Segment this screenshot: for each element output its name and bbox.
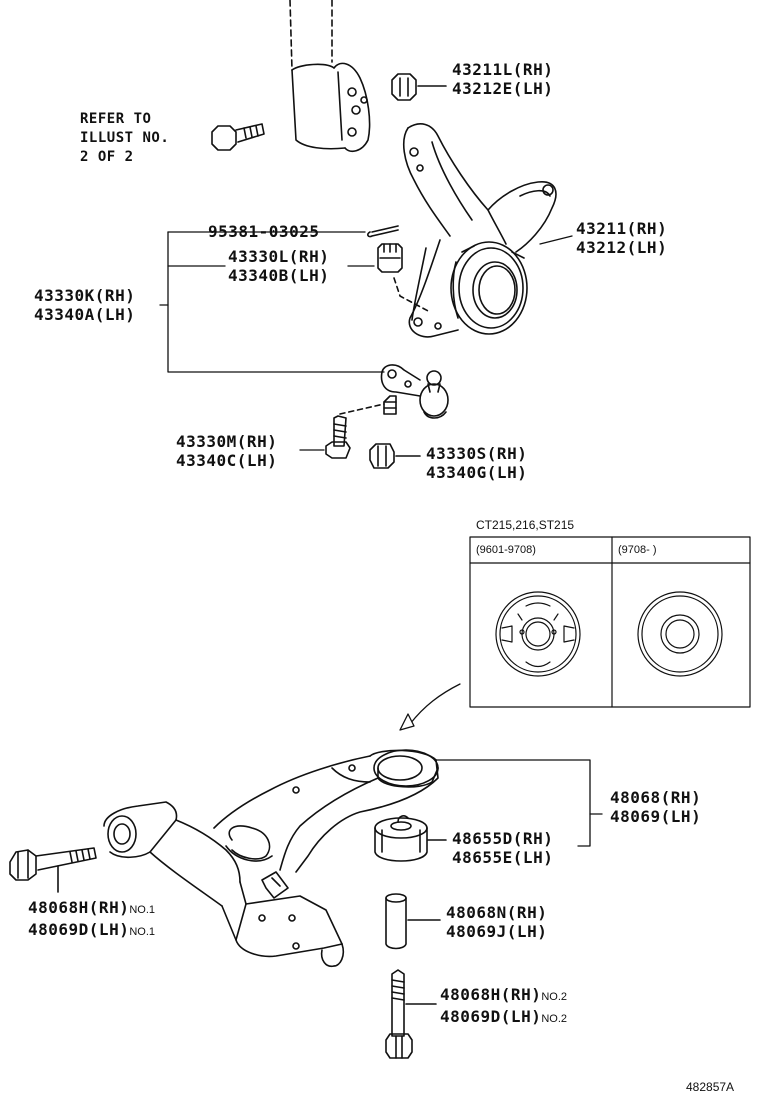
label-43330K-lh: 43340A(LH) xyxy=(34,305,136,324)
label-48655D-lh: 48655E(LH) xyxy=(452,848,554,867)
inset-col-1: (9601-9708) xyxy=(476,544,536,556)
label-cotter-pin: 95381-03025 xyxy=(208,222,320,241)
collar-illustration xyxy=(385,893,441,950)
label-43330S: 43330S(RH) 43340G(LH) xyxy=(426,444,527,482)
label-48068-rh: 48068(RH) xyxy=(610,788,702,807)
label-43211L-rh: 43211L(RH) xyxy=(452,60,554,79)
label-front-bolt-lh: 48069D(LH)NO.1 xyxy=(28,920,156,939)
label-48068N-rh: 48068N(RH) xyxy=(446,903,548,922)
label-43330S-lh: 43340G(LH) xyxy=(426,463,528,482)
label-48068: 48068(RH) 48069(LH) xyxy=(610,788,701,826)
lower-leader-lines xyxy=(435,759,603,847)
strut-illustration xyxy=(289,0,371,153)
label-43211L: 43211L(RH) 43212E(LH) xyxy=(452,60,553,98)
nut-43330S-illustration xyxy=(369,443,421,469)
label-48068N: 48068N(RH) 48069J(LH) xyxy=(446,903,547,941)
inset-col-2: (9708- ) xyxy=(618,544,657,556)
label-rear-bolt-rh: 48068H(RH)NO.2 xyxy=(440,985,568,1004)
upper-leader-lines xyxy=(159,231,573,451)
bolt-43330M-illustration xyxy=(325,403,385,459)
label-43211-rh: 43211(RH) xyxy=(576,219,668,238)
refer-line-2: ILLUST NO. xyxy=(80,130,170,146)
label-43211L-lh: 43212E(LH) xyxy=(452,79,554,98)
label-43330L: 43330L(RH) 43340B(LH) xyxy=(228,247,329,285)
figure-number: 482857A xyxy=(686,1080,735,1094)
label-48655D-rh: 48655D(RH) xyxy=(452,829,554,848)
label-rear-bolt: 48068H(RH)NO.2 48069D(LH)NO.2 xyxy=(440,985,567,1029)
label-rear-bolt-note-lh: NO.2 xyxy=(541,1013,568,1025)
lower-arm-illustration xyxy=(103,749,439,968)
inset-table-frame xyxy=(469,536,751,708)
label-43211-lh: 43212(LH) xyxy=(576,238,668,257)
refer-line-1: REFER TO xyxy=(80,111,152,127)
refer-bolt-illustration xyxy=(211,123,265,151)
knuckle-illustration xyxy=(402,123,557,338)
label-43211: 43211(RH) 43212(LH) xyxy=(576,219,667,257)
label-43330M-rh: 43330M(RH) xyxy=(176,432,278,451)
label-43330K: 43330K(RH) 43340A(LH) xyxy=(34,286,135,324)
label-43330M-lh: 43340C(LH) xyxy=(176,451,278,470)
label-front-bolt-note-rh: NO.1 xyxy=(129,904,156,916)
label-front-bolt-note-lh: NO.1 xyxy=(129,926,156,938)
label-rear-bolt-lh: 48069D(LH)NO.2 xyxy=(440,1007,568,1026)
label-front-bolt: 48068H(RH)NO.1 48069D(LH)NO.1 xyxy=(28,898,155,942)
rear-bolt-illustration xyxy=(385,969,437,1059)
cotter-pin-illustration xyxy=(367,225,399,238)
label-rear-bolt-note-rh: NO.2 xyxy=(541,991,568,1003)
label-48068N-lh: 48069J(LH) xyxy=(446,922,548,941)
label-front-bolt-rh: 48068H(RH)NO.1 xyxy=(28,898,156,917)
label-43330L-rh: 43330L(RH) xyxy=(228,247,330,266)
nut-43211L-illustration xyxy=(391,73,447,101)
label-48655D: 48655D(RH) 48655E(LH) xyxy=(452,829,553,867)
ball-joint-illustration xyxy=(380,364,449,419)
bushing-variant-1-illustration xyxy=(495,591,581,677)
label-43330M: 43330M(RH) 43340C(LH) xyxy=(176,432,277,470)
front-bolt-illustration xyxy=(9,847,97,893)
bushing-variant-2-illustration xyxy=(637,591,723,677)
refer-line-3: 2 OF 2 xyxy=(80,149,134,165)
label-48068-lh: 48069(LH) xyxy=(610,807,702,826)
refer-note: REFER TO ILLUST NO. 2 OF 2 xyxy=(80,110,169,167)
label-43330S-rh: 43330S(RH) xyxy=(426,444,528,463)
inset-arrow xyxy=(399,683,461,731)
castle-nut-illustration xyxy=(377,243,431,313)
label-43330K-rh: 43330K(RH) xyxy=(34,286,136,305)
label-43330L-lh: 43340B(LH) xyxy=(228,266,330,285)
bushing-48655D-illustration xyxy=(374,815,447,862)
inset-title: CT215,216,ST215 xyxy=(476,518,575,532)
